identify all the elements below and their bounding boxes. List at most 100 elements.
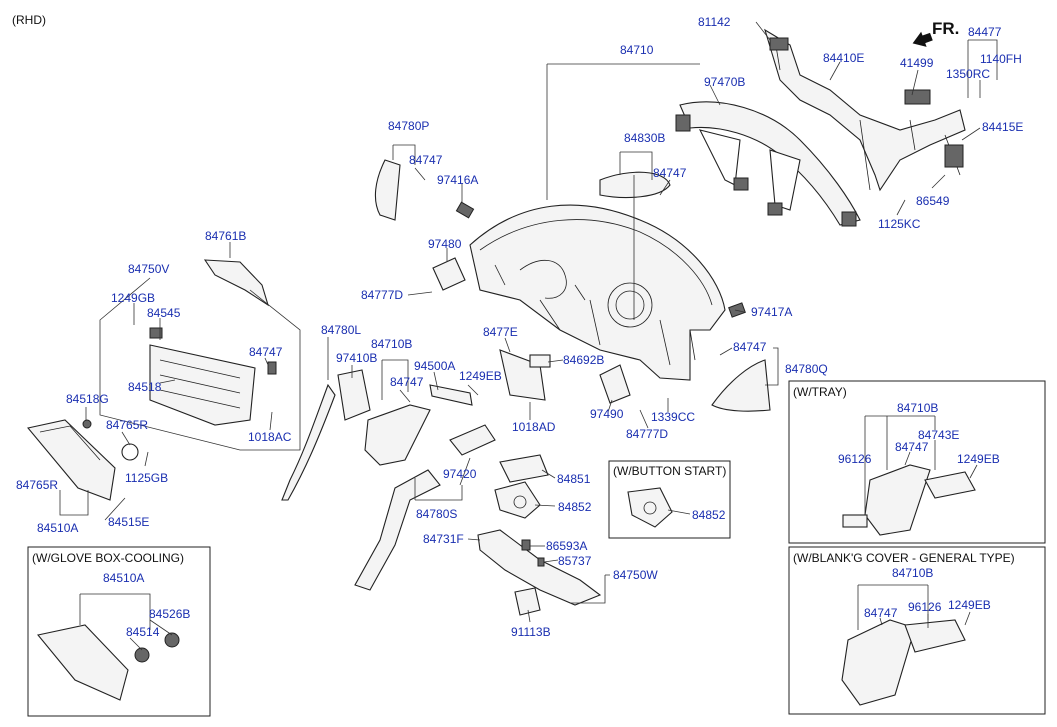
callout-84747-e: 84747 [733,340,767,354]
clip-part [529,354,551,368]
callout-84526B: 84526B [149,607,190,621]
callout-84765R-b: 84765R [16,478,58,492]
callout-97410B: 97410B [336,351,377,365]
upper-glove-cover [203,259,269,307]
front-arrow-icon [912,31,933,47]
front-direction-indicator: FR. [912,19,959,47]
callout-84731F: 84731F [423,532,464,546]
ring-part [121,443,139,461]
callout-91113B: 91113B [511,625,551,639]
callout-84518: 84518 [128,380,162,394]
steering-column-lower [494,481,541,519]
callout-97420: 97420 [443,467,477,481]
blank-cover [904,619,966,653]
inset-duct-ring-a [134,647,150,663]
callout-84410E: 84410E [823,51,864,65]
glove-box-housing [149,327,277,426]
bracket-part [499,349,546,401]
callout-41499: 41499 [900,56,934,70]
callout-1350RC: 1350RC [946,67,990,81]
tray-part [842,514,868,528]
callout-85737: 85737 [558,554,592,568]
glove-box-door [26,419,116,501]
callout-84510A: 84510A [37,521,78,535]
side-vent-left [432,257,466,291]
speaker-grille-cover [599,171,671,199]
leader-lines [59,21,998,651]
callout-blank-1249EB: 1249EB [948,598,991,612]
callout-labels: 81142 84710 84410E 84477 41499 1140FH 13… [16,15,1023,639]
callout-84780S: 84780S [416,507,457,521]
callout-84415E: 84415E [982,120,1023,134]
front-label: FR. [932,19,959,38]
steering-column-lower-inset [627,487,673,528]
panel-part [429,384,473,406]
callout-84515E: 84515E [108,515,149,529]
inset-duct-ring-b [164,632,180,648]
inset-button-start-title: (W/BUTTON START) [613,464,726,478]
inset-glove-box-cooling [27,546,211,717]
callout-84750W: 84750W [613,568,658,582]
side-cover-left [374,159,401,221]
callout-84852-inset: 84852 [692,508,726,522]
center-vent [449,424,496,456]
callout-1249GB: 1249GB [111,291,155,305]
inset-tray-title: (W/TRAY) [793,385,847,399]
callout-tray-84710B: 84710B [897,401,938,415]
air-duct [675,101,861,227]
callout-1018AD: 1018AD [512,420,556,434]
tray-center-facia [864,464,931,536]
inset-blanking-cover [788,546,1046,715]
callout-84851: 84851 [557,472,591,486]
sun-sensor-part [728,302,746,318]
callout-84852: 84852 [558,500,592,514]
callout-1140FH: 1140FH [980,52,1022,66]
stopper-part [82,419,92,429]
callout-84710: 84710 [620,43,654,57]
callout-94500A: 94500A [414,359,455,373]
callout-97416A: 97416A [437,173,478,187]
clip-85737 [537,557,545,567]
callout-81142: 81142 [698,15,731,29]
callout-84765R-a: 84765R [106,418,148,432]
callout-84545: 84545 [147,306,181,320]
callout-84750V: 84750V [128,262,169,276]
callout-tray-84747: 84747 [895,440,929,454]
callout-8477E: 8477E [483,325,518,339]
variant-label: (RHD) [12,13,46,27]
callout-84780P: 84780P [388,119,429,133]
callout-86593A: 86593A [546,539,587,553]
callout-84747-c: 84747 [249,345,283,359]
cover-91113B [514,587,541,616]
side-vent-right [599,364,631,404]
callout-1249EB: 1249EB [459,369,502,383]
callout-84830B: 84830B [624,131,665,145]
callout-97490: 97490 [590,407,624,421]
callout-84477: 84477 [968,25,1002,39]
crash-pad-main-panel [469,204,726,381]
callout-blank-96126: 96126 [908,600,942,614]
inset-button-start [608,460,731,539]
callout-97470B: 97470B [704,75,745,89]
callout-84747-b: 84747 [653,166,687,180]
clip-86593A [521,539,531,551]
tray-panel [924,471,976,499]
callout-84692B: 84692B [563,353,604,367]
callout-tray-96126: 96126 [838,452,872,466]
blank-center-facia [841,619,916,706]
callout-84747-a: 84747 [409,153,443,167]
side-trim-left [281,383,336,501]
inset-glove-box-cooling-title: (W/GLOVE BOX-COOLING) [32,551,184,565]
lower-side-trim [354,469,441,591]
cowl-cross-bar [764,28,966,192]
lower-crash-pad [477,529,602,606]
inset-glove-box-door [37,624,129,701]
cluster-facia [337,369,371,421]
callout-84780Q: 84780Q [785,362,828,376]
callout-tray-84743E: 84743E [918,428,959,442]
callout-84514: 84514 [126,625,160,639]
callout-84710B: 84710B [371,337,412,351]
grille-part [455,201,475,219]
callout-tray-1249EB: 1249EB [957,452,1000,466]
